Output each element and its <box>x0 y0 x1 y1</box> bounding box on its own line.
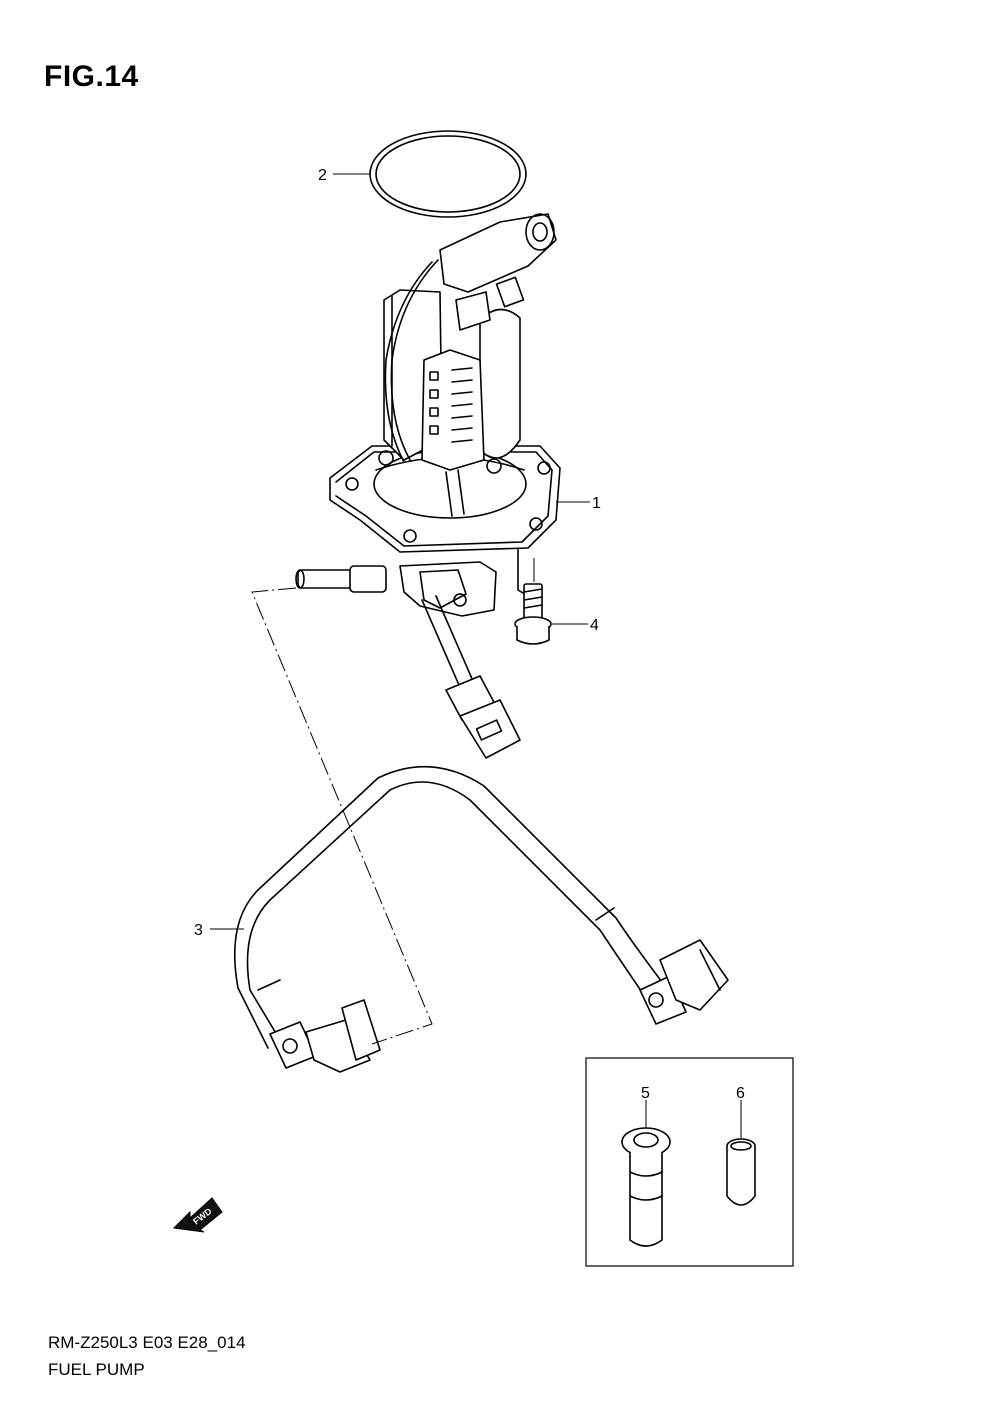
o-ring-part[interactable] <box>369 130 527 218</box>
figure-title: FIG.14 <box>44 60 139 93</box>
bolt-part[interactable] <box>514 558 552 645</box>
callout-3[interactable]: 3 <box>194 922 203 939</box>
wire-harness[interactable] <box>421 595 521 759</box>
fuel-pump-assembly[interactable] <box>295 213 561 617</box>
callout-2[interactable]: 2 <box>318 167 327 184</box>
callout-6[interactable]: 6 <box>736 1085 745 1102</box>
callout-1[interactable]: 1 <box>592 495 601 512</box>
callout-5[interactable]: 5 <box>641 1085 650 1102</box>
connection-line <box>251 587 433 1045</box>
model-code: RM-Z250L3 E03 E28_014 <box>48 1333 246 1352</box>
fuel-hose-part[interactable] <box>233 765 729 1073</box>
forward-direction-arrow: FWD <box>172 1197 223 1233</box>
fuel-joint-part[interactable] <box>621 1127 671 1247</box>
callout-4[interactable]: 4 <box>590 617 599 634</box>
inset-box <box>585 1057 794 1267</box>
cap-part[interactable] <box>726 1138 756 1206</box>
section-name: FUEL PUMP <box>48 1360 145 1379</box>
